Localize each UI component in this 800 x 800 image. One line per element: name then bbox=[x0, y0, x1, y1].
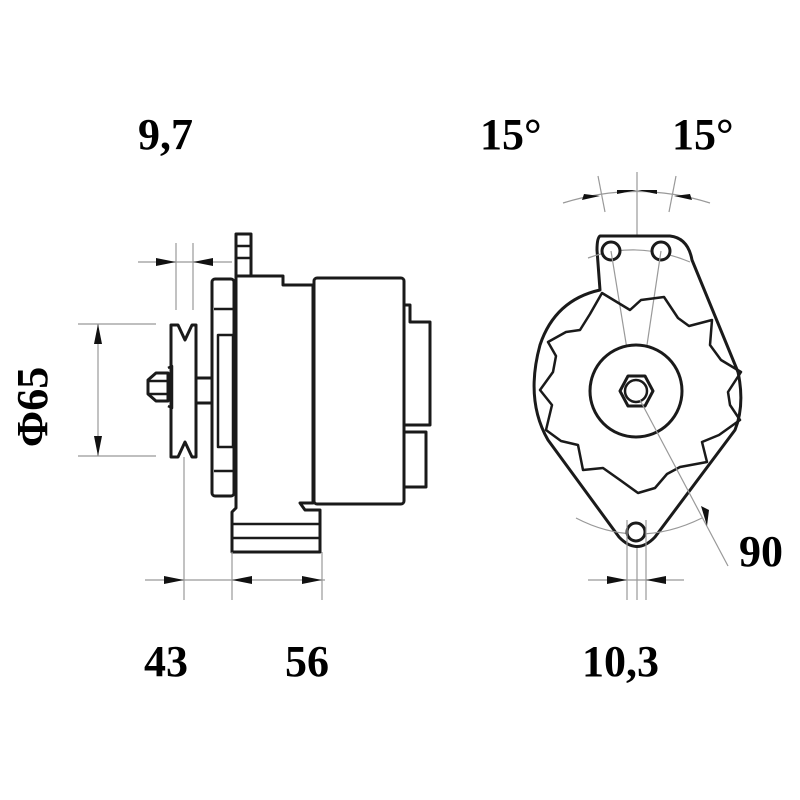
side-view bbox=[78, 232, 432, 600]
angle-left-label: 15° bbox=[480, 110, 542, 159]
lower-lug-width-label: 10,3 bbox=[582, 637, 659, 686]
angle-right-label: 15° bbox=[672, 110, 734, 159]
mount-distance-a-label: 43 bbox=[144, 637, 188, 686]
bolt-radius-label: 90 bbox=[739, 527, 783, 576]
mount-distance-b-label: 56 bbox=[285, 637, 329, 686]
pulley-offset-label: 9,7 bbox=[138, 110, 193, 159]
pulley-diameter-label: Φ65 bbox=[8, 366, 57, 448]
front-view bbox=[532, 172, 743, 600]
